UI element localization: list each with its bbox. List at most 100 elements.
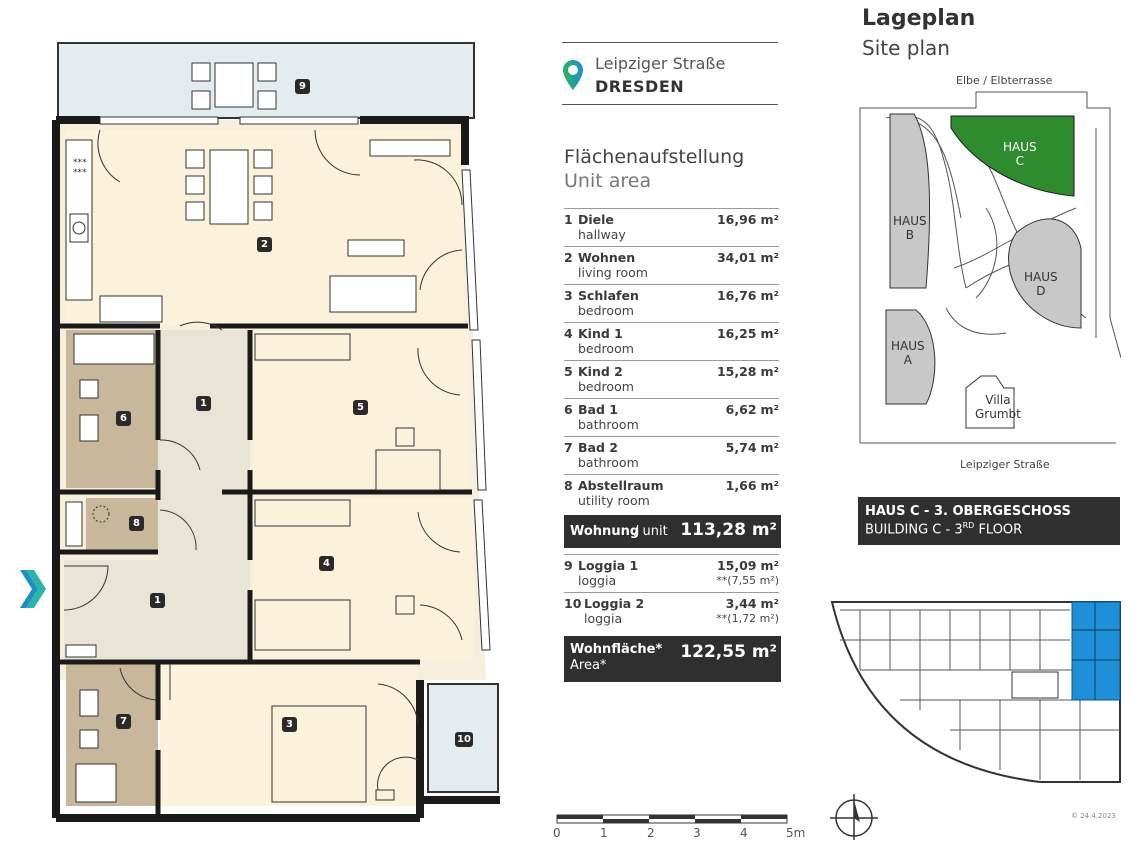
loggia-area: 3,44 m² xyxy=(725,596,779,611)
unit-total-box: Wohnung / unit 113,28 m² xyxy=(564,515,781,548)
living-area-label: Wohnfläche* xyxy=(570,642,663,657)
room-number: 8 xyxy=(564,478,573,493)
site-plan-title: Lageplan xyxy=(862,6,976,31)
room-area: 16,76 m² xyxy=(716,288,779,303)
room-name-en: bedroom xyxy=(578,303,634,318)
unit-total-label-en: / unit xyxy=(634,524,668,539)
room-name-en: utility room xyxy=(578,493,650,508)
room-label-2: 2 xyxy=(257,237,272,252)
scale-label-2: 2 xyxy=(647,826,655,840)
north-arrow-icon xyxy=(830,794,878,840)
site-label-top: Elbe / Elbterrasse xyxy=(956,74,1053,87)
room-name: Bad 1 xyxy=(578,402,618,417)
room-area: 1,66 m² xyxy=(725,478,779,493)
living-area-label-en: Area* xyxy=(570,658,607,673)
address-street: Leipziger Straße xyxy=(595,54,726,73)
room-area: 16,96 m² xyxy=(716,212,779,227)
room-name: Kind 2 xyxy=(578,364,623,379)
building-floor-line1: HAUS C - 3. OBERGESCHOSS xyxy=(865,504,1071,519)
room-number: 6 xyxy=(564,402,573,417)
room-area: 15,28 m² xyxy=(716,364,779,379)
room-number: 5 xyxy=(564,364,573,379)
room-name-en: bathroom xyxy=(578,417,639,432)
room-label-7: 7 xyxy=(116,714,131,729)
loggia-number: 10 xyxy=(564,596,582,611)
room-number: 2 xyxy=(564,250,573,265)
svg-text:***: *** xyxy=(73,158,87,168)
room-label-4: 4 xyxy=(319,556,334,571)
building-floor-box: HAUS C - 3. OBERGESCHOSS BUILDING C - 3R… xyxy=(858,497,1120,545)
room-name: Kind 1 xyxy=(578,326,623,341)
loggia-name: Loggia 2 xyxy=(584,596,645,611)
scale-label-5: 5m xyxy=(786,826,806,840)
room-number: 3 xyxy=(564,288,573,303)
room-name: Wohnen xyxy=(578,250,636,265)
unit-highlight xyxy=(1071,601,1121,701)
loggia-name: Loggia 1 xyxy=(578,558,639,573)
key-plan xyxy=(830,601,1121,783)
room-label-3: 3 xyxy=(282,717,297,732)
location-pin-icon xyxy=(563,60,583,90)
room-area: 16,25 m² xyxy=(716,326,779,341)
building-floor-line2: BUILDING C - 3RD FLOOR xyxy=(865,521,1023,538)
svg-text:***: *** xyxy=(73,168,87,178)
room-name: Diele xyxy=(578,212,614,227)
site-plan-map xyxy=(859,91,1121,444)
address-city: DRESDEN xyxy=(595,77,685,96)
room-area: 5,74 m² xyxy=(725,440,779,455)
room-name-en: bathroom xyxy=(578,455,639,470)
unit-total-value: 113,28 m² xyxy=(680,520,777,540)
room-label-5: 5 xyxy=(353,400,368,415)
room-number: 4 xyxy=(564,326,573,341)
loggia-name-en: loggia xyxy=(584,611,623,626)
living-area-value: 122,55 m² xyxy=(680,642,777,662)
loggia-name-en: loggia xyxy=(578,573,617,588)
room-label-10: 10 xyxy=(455,732,473,747)
address-bottom-rule xyxy=(562,104,778,105)
room-label-1b: 1 xyxy=(150,593,165,608)
room-name: Abstellraum xyxy=(578,478,664,493)
room-name-en: hallway xyxy=(578,227,626,242)
room-area: 6,62 m² xyxy=(725,402,779,417)
address-top-rule xyxy=(562,42,778,43)
room-name: Bad 2 xyxy=(578,440,618,455)
unit-area-subtitle: Unit area xyxy=(564,170,652,192)
haus-c-highlight xyxy=(950,115,1075,197)
scale-bar xyxy=(556,814,788,824)
room-label-1a: 1 xyxy=(196,396,211,411)
floor-plan: *** *** xyxy=(20,42,500,822)
date-stamp: © 24.4.2023 xyxy=(1071,812,1116,820)
room-name: Schlafen xyxy=(578,288,639,303)
room-name-en: living room xyxy=(578,265,648,280)
room-number: 7 xyxy=(564,440,573,455)
room-name-en: bedroom xyxy=(578,379,634,394)
scale-label-3: 3 xyxy=(693,826,701,840)
room-label-8: 8 xyxy=(129,516,144,531)
site-label-bottom: Leipziger Straße xyxy=(960,458,1050,471)
room-area: 34,01 m² xyxy=(716,250,779,265)
scale-label-1: 1 xyxy=(600,826,608,840)
room-label-9: 9 xyxy=(295,79,310,94)
loggia-area-credited: **(1,72 m²) xyxy=(716,612,779,625)
loggia-area-credited: **(7,55 m²) xyxy=(716,574,779,587)
loggia-area: 15,09 m² xyxy=(716,558,779,573)
unit-area-title: Flächenaufstellung xyxy=(564,146,745,168)
room-label-6: 6 xyxy=(116,411,131,426)
scale-label-4: 4 xyxy=(740,826,748,840)
site-plan-subtitle: Site plan xyxy=(862,36,950,60)
living-area-box: Wohnfläche* Area* 122,55 m² xyxy=(564,636,781,682)
